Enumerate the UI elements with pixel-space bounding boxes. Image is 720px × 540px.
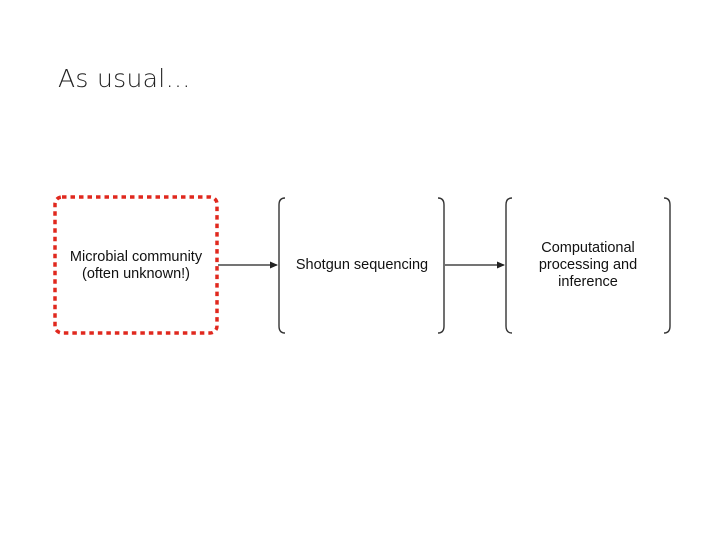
microbial-community-line-2: (often unknown!): [81, 266, 190, 282]
computational-processing-line-1: Computational: [541, 240, 635, 256]
slide-title: As usual…: [58, 64, 191, 93]
shotgun-sequencing-box: [278, 197, 445, 334]
microbial-community-box: [53, 195, 219, 335]
computational-processing-line-2: processing and: [538, 257, 638, 273]
microbial-community-label: Microbial community (often unknown!): [55, 249, 217, 283]
computational-processing-box: [505, 197, 671, 334]
shotgun-sequencing-line-1: Shotgun sequencing: [295, 257, 429, 273]
shotgun-sequencing-label: Shotgun sequencing: [280, 257, 444, 274]
computational-processing-label: Computational processing and inference: [506, 240, 670, 291]
computational-processing-line-3: inference: [558, 274, 618, 290]
microbial-community-line-1: Microbial community: [69, 249, 203, 265]
